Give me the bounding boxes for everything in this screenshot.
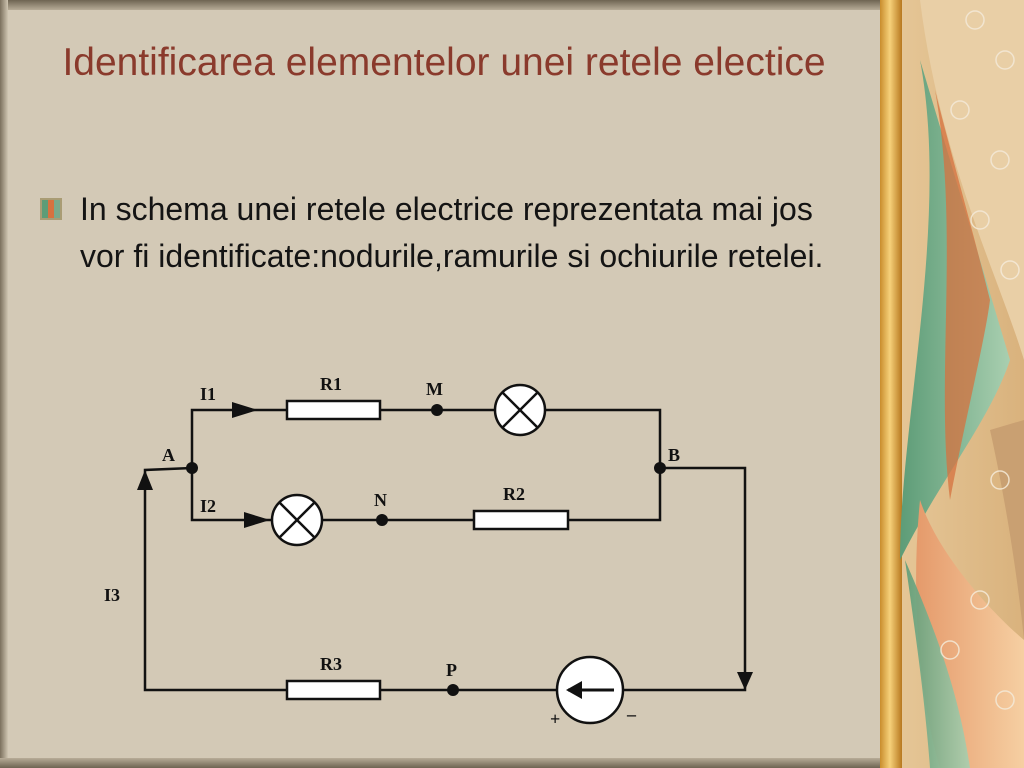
- wire-outer-left: [143, 466, 287, 692]
- arrow-i2: [244, 512, 270, 528]
- current-source-icon: [555, 655, 625, 725]
- label-node-p: P: [446, 660, 457, 680]
- resistor-r1: [285, 399, 382, 421]
- node-m-dot: [431, 404, 443, 416]
- label-r3: R3: [320, 654, 342, 674]
- label-node-n: N: [374, 490, 387, 510]
- bullet-icon: [40, 198, 62, 220]
- wire-top-right: [546, 408, 662, 468]
- arrow-outer-down: [737, 672, 753, 690]
- frame-top: [0, 0, 880, 10]
- wire-branch-top: [190, 408, 287, 468]
- resistor-r3: [285, 679, 382, 701]
- resistor-r2: [472, 509, 570, 531]
- label-node-m: M: [426, 379, 443, 399]
- slide-title: Identificarea elementelor unei retele el…: [62, 41, 826, 84]
- label-current-i2: I2: [200, 496, 216, 516]
- label-r1: R1: [320, 374, 342, 394]
- wire-mid-right: [568, 468, 662, 522]
- label-node-a: A: [162, 445, 175, 465]
- lamp-icon: [270, 493, 324, 547]
- node-a-dot: [186, 462, 198, 474]
- lamp-icon: [493, 383, 547, 437]
- node-p-dot: [447, 684, 459, 696]
- label-current-i3: I3: [104, 585, 120, 605]
- label-r2: R2: [503, 484, 525, 504]
- arrow-i3: [137, 470, 153, 490]
- node-b-dot: [654, 462, 666, 474]
- node-n-dot: [376, 514, 388, 526]
- label-source-plus: +: [550, 709, 560, 729]
- frame-left: [0, 0, 8, 768]
- wire-outer-right: [623, 466, 747, 692]
- arrow-i1: [232, 402, 258, 418]
- label-source-minus: –: [626, 704, 637, 724]
- bullet-text: In schema unei retele electrice reprezen…: [80, 191, 824, 274]
- label-node-b: B: [668, 445, 680, 465]
- wire-branch-middle: [190, 468, 272, 522]
- decorative-side-panel: [880, 0, 1024, 768]
- frame-bottom: [0, 758, 880, 768]
- label-current-i1: I1: [200, 384, 216, 404]
